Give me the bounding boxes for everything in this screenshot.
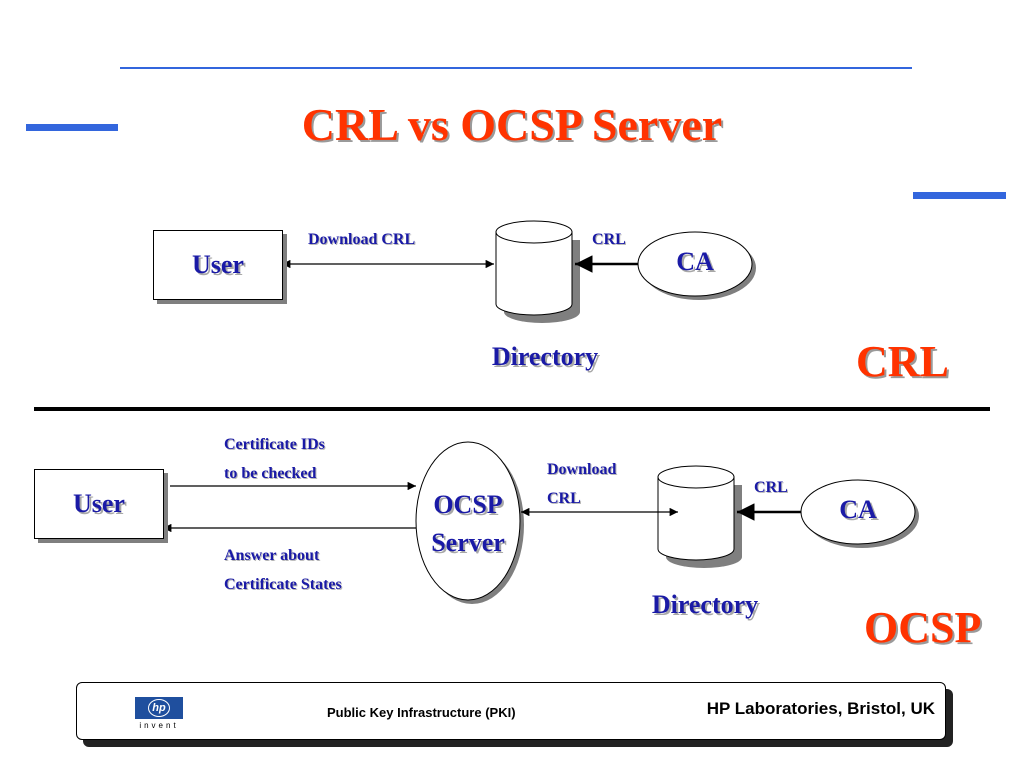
ocsp-ca-label: CA [839, 495, 877, 524]
ocsp-edge-crl-label: CRL [754, 479, 788, 496]
crl-user-box: User [153, 230, 283, 300]
crl-directory-cylinder [495, 220, 580, 323]
ocsp-directory-cylinder [657, 465, 742, 568]
hp-logo-badge: hp [135, 697, 183, 719]
ocsp-download-line2: CRL [547, 490, 581, 507]
crl-ca-label: CA [676, 247, 714, 276]
right-accent-bar [913, 192, 1006, 199]
crl-section-label: CRL [856, 337, 949, 386]
crl-download-crl-label: Download CRL [308, 231, 416, 248]
hp-logo-mark: hp [148, 699, 170, 717]
ocsp-server-line1: OCSP [433, 490, 503, 519]
ocsp-download-line1: Download [547, 461, 617, 478]
ocsp-ca-ellipse [800, 479, 919, 548]
ocsp-section-label: OCSP [864, 603, 982, 652]
ocsp-directory-label: Directory [651, 590, 759, 619]
crl-directory-label: Directory [491, 342, 599, 371]
ocsp-cert-ids-line1: Certificate IDs [224, 436, 325, 453]
footer-title: Public Key Infrastructure (PKI) [327, 705, 516, 720]
ocsp-answer-line1: Answer about [224, 547, 320, 564]
ocsp-server-line2: Server [431, 528, 505, 557]
left-accent-bar [26, 124, 118, 131]
ocsp-download-crl-label: Download CRL [547, 455, 616, 513]
hp-logo: hp invent [135, 697, 183, 733]
hp-logo-text: invent [139, 721, 179, 730]
footer-bar: hp invent Public Key Infrastructure (PKI… [76, 682, 946, 740]
ocsp-answer-line2: Certificate States [224, 576, 342, 593]
ocsp-server-ellipse [415, 441, 524, 604]
ocsp-user-label: User [73, 489, 125, 518]
ocsp-server-label: OCSP Server [416, 486, 520, 562]
crl-edge-crl-label: CRL [592, 231, 626, 248]
ocsp-answer-label: Answer about Certificate States [224, 541, 342, 599]
slide-title: CRL vs OCSP Server [301, 99, 723, 150]
ocsp-cert-ids-line2: to be checked [224, 465, 317, 482]
footer-org: HP Laboratories, Bristol, UK [706, 699, 935, 718]
ocsp-cert-ids-label: Certificate IDs to be checked [224, 430, 325, 488]
crl-user-label: User [192, 250, 244, 279]
ocsp-user-box: User [34, 469, 164, 539]
crl-ca-ellipse [637, 231, 756, 300]
